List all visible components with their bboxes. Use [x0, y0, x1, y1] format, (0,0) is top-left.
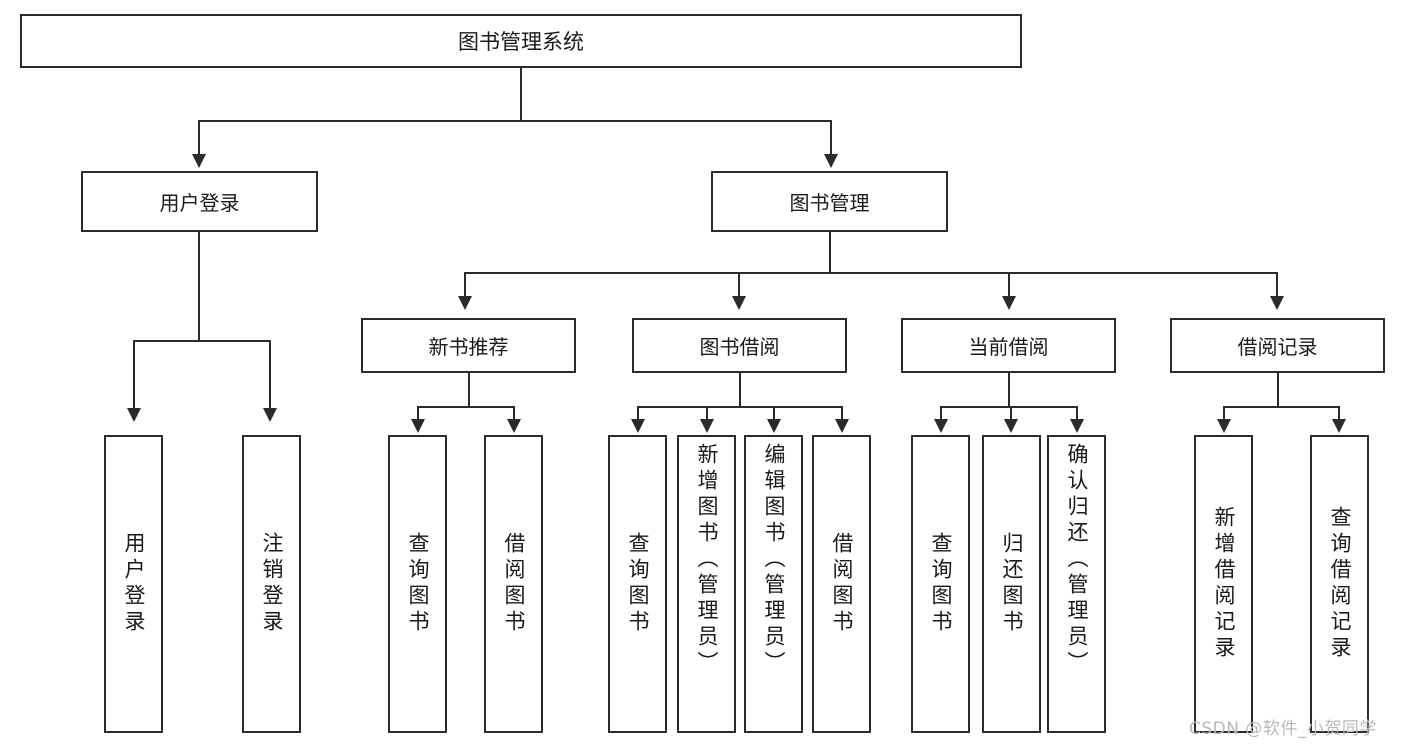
- node-label: 用户登录: [159, 191, 240, 215]
- arrowhead-leaf-confirm-return: [1070, 419, 1084, 433]
- arrowhead-book-management: [824, 154, 838, 168]
- connector-nbr-drop-2: [513, 406, 515, 420]
- leaf-logout[interactable]: 注销登录: [242, 435, 301, 733]
- arrowhead-leaf-logout: [263, 408, 277, 422]
- connector-cb-drop-2: [1010, 406, 1012, 420]
- connector-bm-drop-4: [1276, 272, 1278, 298]
- connector-root-to-user-login: [198, 120, 200, 156]
- connector-user-login-drop-1: [133, 340, 135, 410]
- leaf-add-book-admin[interactable]: 新增图书（管理员）: [677, 435, 736, 733]
- arrowhead-leaf-add-record: [1217, 419, 1231, 433]
- node-user-login[interactable]: 用户登录: [81, 171, 318, 232]
- connector-bb-bus: [637, 406, 843, 408]
- arrowhead-leaf-query-book-3: [934, 419, 948, 433]
- node-label: 新增借阅记录: [1212, 506, 1236, 662]
- node-borrow-record[interactable]: 借阅记录: [1170, 318, 1385, 373]
- leaf-borrow-book-recommend[interactable]: 借阅图书: [484, 435, 543, 733]
- connector-user-login-stem: [198, 232, 200, 340]
- connector-nbr-stem: [468, 373, 470, 406]
- node-label: 新书推荐: [428, 335, 509, 359]
- node-current-borrow[interactable]: 当前借阅: [901, 318, 1116, 373]
- connector-cb-drop-3: [1076, 406, 1078, 420]
- connector-root-to-book-management: [830, 120, 832, 156]
- connector-bb-stem: [739, 373, 741, 406]
- connector-book-management-stem: [829, 232, 831, 272]
- node-label: 查询图书: [406, 532, 430, 636]
- node-book-management[interactable]: 图书管理: [711, 171, 948, 232]
- connector-user-login-drop-2: [269, 340, 271, 410]
- node-label: 图书借阅: [699, 335, 780, 359]
- node-label: 归还图书: [1000, 532, 1024, 636]
- connector-bb-drop-4: [841, 406, 843, 420]
- leaf-borrow-book[interactable]: 借阅图书: [812, 435, 871, 733]
- connector-root-bus: [198, 120, 832, 122]
- arrowhead-leaf-edit-book: [767, 419, 781, 433]
- watermark-text: CSDN @软件_小贺同学: [1189, 719, 1377, 739]
- arrowhead-borrow-record: [1270, 296, 1284, 310]
- connector-bb-drop-2: [706, 406, 708, 420]
- node-label: 注销登录: [260, 532, 284, 636]
- node-label: 图书管理系统: [458, 30, 584, 54]
- arrowhead-leaf-borrow-book-2: [835, 419, 849, 433]
- arrowhead-leaf-query-book-1: [411, 419, 425, 433]
- leaf-query-book-borrow[interactable]: 查询图书: [608, 435, 667, 733]
- connector-bm-drop-1: [464, 272, 466, 298]
- connector-bb-drop-1: [637, 406, 639, 420]
- connector-root-stem: [520, 68, 522, 120]
- node-label: 当前借阅: [968, 335, 1049, 359]
- leaf-query-book-current[interactable]: 查询图书: [911, 435, 970, 733]
- arrowhead-leaf-borrow-book-1: [507, 419, 521, 433]
- connector-br-bus: [1223, 406, 1340, 408]
- connector-bb-drop-3: [773, 406, 775, 420]
- arrowhead-leaf-query-record: [1332, 419, 1346, 433]
- arrowhead-book-borrow: [732, 296, 746, 310]
- connector-book-management-bus: [464, 272, 1278, 274]
- connector-br-stem: [1277, 373, 1279, 406]
- arrowhead-leaf-return-book: [1004, 419, 1018, 433]
- node-root-book-management-system[interactable]: 图书管理系统: [20, 14, 1022, 68]
- node-label: 借阅图书: [502, 532, 526, 636]
- leaf-add-borrow-record[interactable]: 新增借阅记录: [1194, 435, 1253, 733]
- leaf-query-book-recommend[interactable]: 查询图书: [388, 435, 447, 733]
- arrowhead-current-borrow: [1002, 296, 1016, 310]
- leaf-query-borrow-record[interactable]: 查询借阅记录: [1310, 435, 1369, 733]
- leaf-edit-book-admin[interactable]: 编辑图书（管理员）: [744, 435, 803, 733]
- connector-cb-bus: [940, 406, 1078, 408]
- node-label: 确认归还（管理员）: [1065, 443, 1089, 677]
- node-label: 用户登录: [122, 532, 146, 636]
- node-label: 查询借阅记录: [1328, 506, 1352, 662]
- node-label: 借阅图书: [830, 532, 854, 636]
- node-label: 借阅记录: [1237, 335, 1318, 359]
- connector-cb-stem: [1008, 373, 1010, 406]
- connector-nbr-bus: [417, 406, 515, 408]
- arrowhead-new-book-recommend: [458, 296, 472, 310]
- connector-cb-drop-1: [940, 406, 942, 420]
- leaf-return-book[interactable]: 归还图书: [982, 435, 1041, 733]
- arrowhead-leaf-add-book: [700, 419, 714, 433]
- arrowhead-leaf-query-book-2: [631, 419, 645, 433]
- leaf-user-login[interactable]: 用户登录: [104, 435, 163, 733]
- connector-user-login-bus: [133, 340, 271, 342]
- node-label: 查询图书: [626, 532, 650, 636]
- node-new-book-recommend[interactable]: 新书推荐: [361, 318, 576, 373]
- connector-bm-drop-3: [1008, 272, 1010, 298]
- arrowhead-leaf-user-login: [127, 408, 141, 422]
- connector-bm-drop-2: [738, 272, 740, 298]
- connector-br-drop-1: [1223, 406, 1225, 420]
- leaf-confirm-return-admin[interactable]: 确认归还（管理员）: [1047, 435, 1106, 733]
- node-label: 编辑图书（管理员）: [762, 443, 786, 677]
- node-label: 查询图书: [929, 532, 953, 636]
- node-book-borrow[interactable]: 图书借阅: [632, 318, 847, 373]
- connector-br-drop-2: [1338, 406, 1340, 420]
- connector-nbr-drop-1: [417, 406, 419, 420]
- node-label: 新增图书（管理员）: [695, 443, 719, 677]
- arrowhead-user-login: [192, 154, 206, 168]
- node-label: 图书管理: [789, 191, 870, 215]
